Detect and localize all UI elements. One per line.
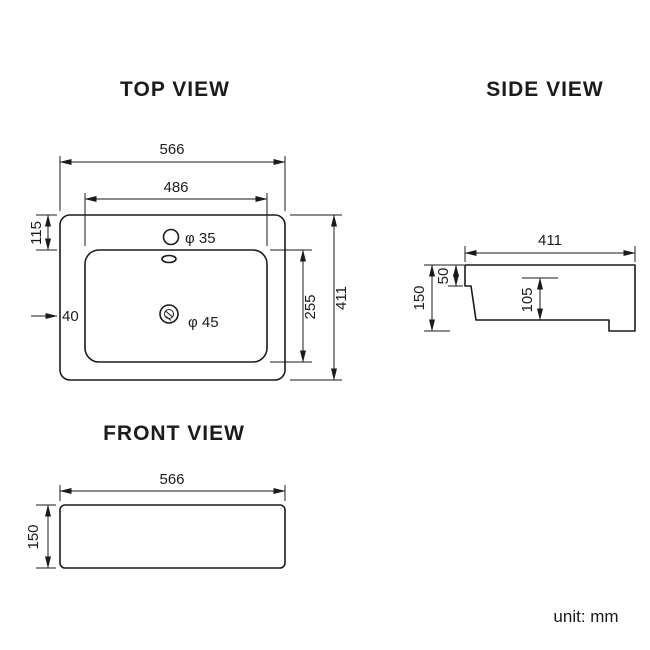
drain-hole-outer [159, 304, 179, 324]
unit-label: unit: mm [553, 607, 618, 626]
side-dim-total-height: 150 [411, 264, 435, 332]
top-dim-outer-depth-label: 411 [333, 286, 350, 310]
side-view-profile [464, 264, 636, 332]
top-view-title: TOP VIEW [120, 78, 230, 101]
top-dim-back-rim-label: 115 [28, 221, 45, 245]
side-view: SIDE VIEW 411 50 150 105 [411, 78, 636, 332]
top-dim-back-rim: 115 [28, 214, 57, 251]
overflow-slot [161, 254, 177, 264]
side-view-title: SIDE VIEW [486, 78, 604, 101]
top-dim-outer-width-label: 566 [159, 141, 184, 158]
top-view-outer-rim [59, 214, 286, 381]
drain-label: φ 45 [188, 314, 219, 331]
front-dim-height-label: 150 [25, 524, 42, 549]
front-view: FRONT VIEW 566 150 [25, 422, 286, 569]
faucet-hole-label: φ 35 [185, 230, 216, 247]
front-view-outline [59, 504, 286, 569]
front-dim-width-label: 566 [159, 471, 184, 488]
top-dim-side-rim-label: 40 [62, 308, 79, 325]
side-dim-bowl-depth: 105 [519, 277, 543, 321]
top-dim-bowl-depth-label: 255 [302, 294, 319, 319]
side-dim-total-height-label: 150 [411, 285, 428, 310]
top-dim-bowl-depth: 255 [270, 249, 319, 363]
side-dim-rim-height-label: 50 [435, 268, 452, 285]
top-dim-outer-width: 566 [59, 141, 286, 211]
top-dim-inner-width-label: 486 [163, 179, 188, 196]
front-view-title: FRONT VIEW [103, 422, 245, 445]
top-dim-side-rim: 40 [31, 308, 79, 325]
top-view-bowl-outline [84, 249, 268, 363]
faucet-hole [162, 228, 180, 246]
side-dim-depth: 411 [464, 232, 636, 262]
top-dim-outer-depth: 411 [290, 214, 350, 381]
side-dim-bowl-depth-label: 105 [519, 287, 536, 312]
front-dim-width: 566 [59, 471, 286, 501]
top-view: TOP VIEW φ 35 φ 45 566 486 [28, 78, 350, 381]
front-dim-height: 150 [25, 504, 56, 569]
side-dim-rim-height: 50 [435, 264, 459, 287]
side-dim-depth-label: 411 [538, 232, 562, 249]
drain-hatch [165, 310, 173, 321]
top-dim-inner-width: 486 [84, 179, 268, 246]
